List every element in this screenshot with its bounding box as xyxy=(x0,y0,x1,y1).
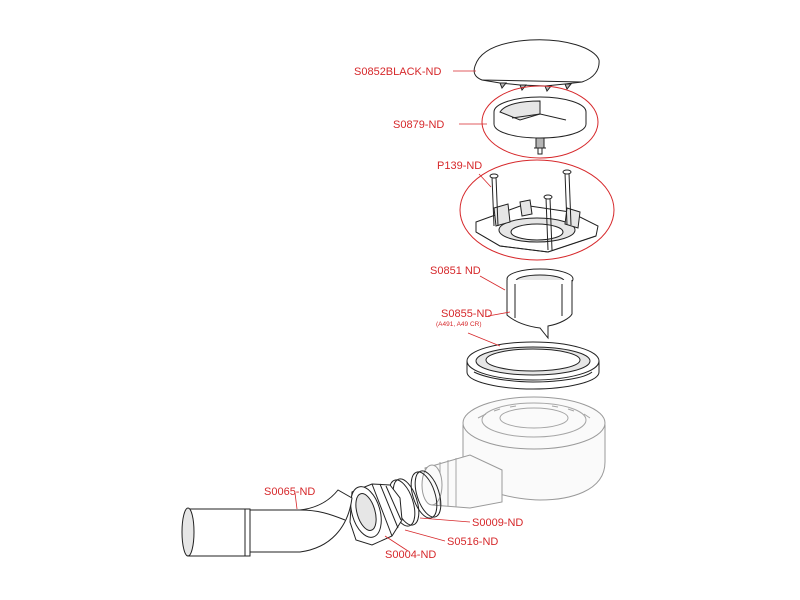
cap-part xyxy=(473,39,600,92)
screw-plate-part xyxy=(475,169,599,253)
callout-elbow-pipe: S0065-ND xyxy=(264,486,315,498)
callout-seal-ring-note: (A491, A49 CR) xyxy=(436,321,482,328)
grate-insert-outline xyxy=(481,85,599,159)
nut-part xyxy=(349,483,403,546)
grate-insert-part xyxy=(493,96,587,155)
screw-plate-outline xyxy=(459,159,615,261)
callout-grate-insert: S0879-ND xyxy=(393,119,444,131)
callout-cap: S0852BLACK-ND xyxy=(354,66,441,78)
elbow-pipe-part xyxy=(181,489,353,557)
trap-body xyxy=(421,396,606,509)
callout-screw-plate: P139-ND xyxy=(437,160,482,172)
callout-washer-b: S0516-ND xyxy=(447,536,498,548)
callout-washer-a: S0009-ND xyxy=(472,517,523,529)
callout-nut: S0004-ND xyxy=(385,549,436,561)
callout-seal-ring: S0855-ND xyxy=(441,308,492,320)
callout-cup: S0851 ND xyxy=(430,265,481,277)
seal-ring-part xyxy=(466,341,600,390)
cup-part xyxy=(506,268,574,340)
leader-lines xyxy=(294,70,511,552)
